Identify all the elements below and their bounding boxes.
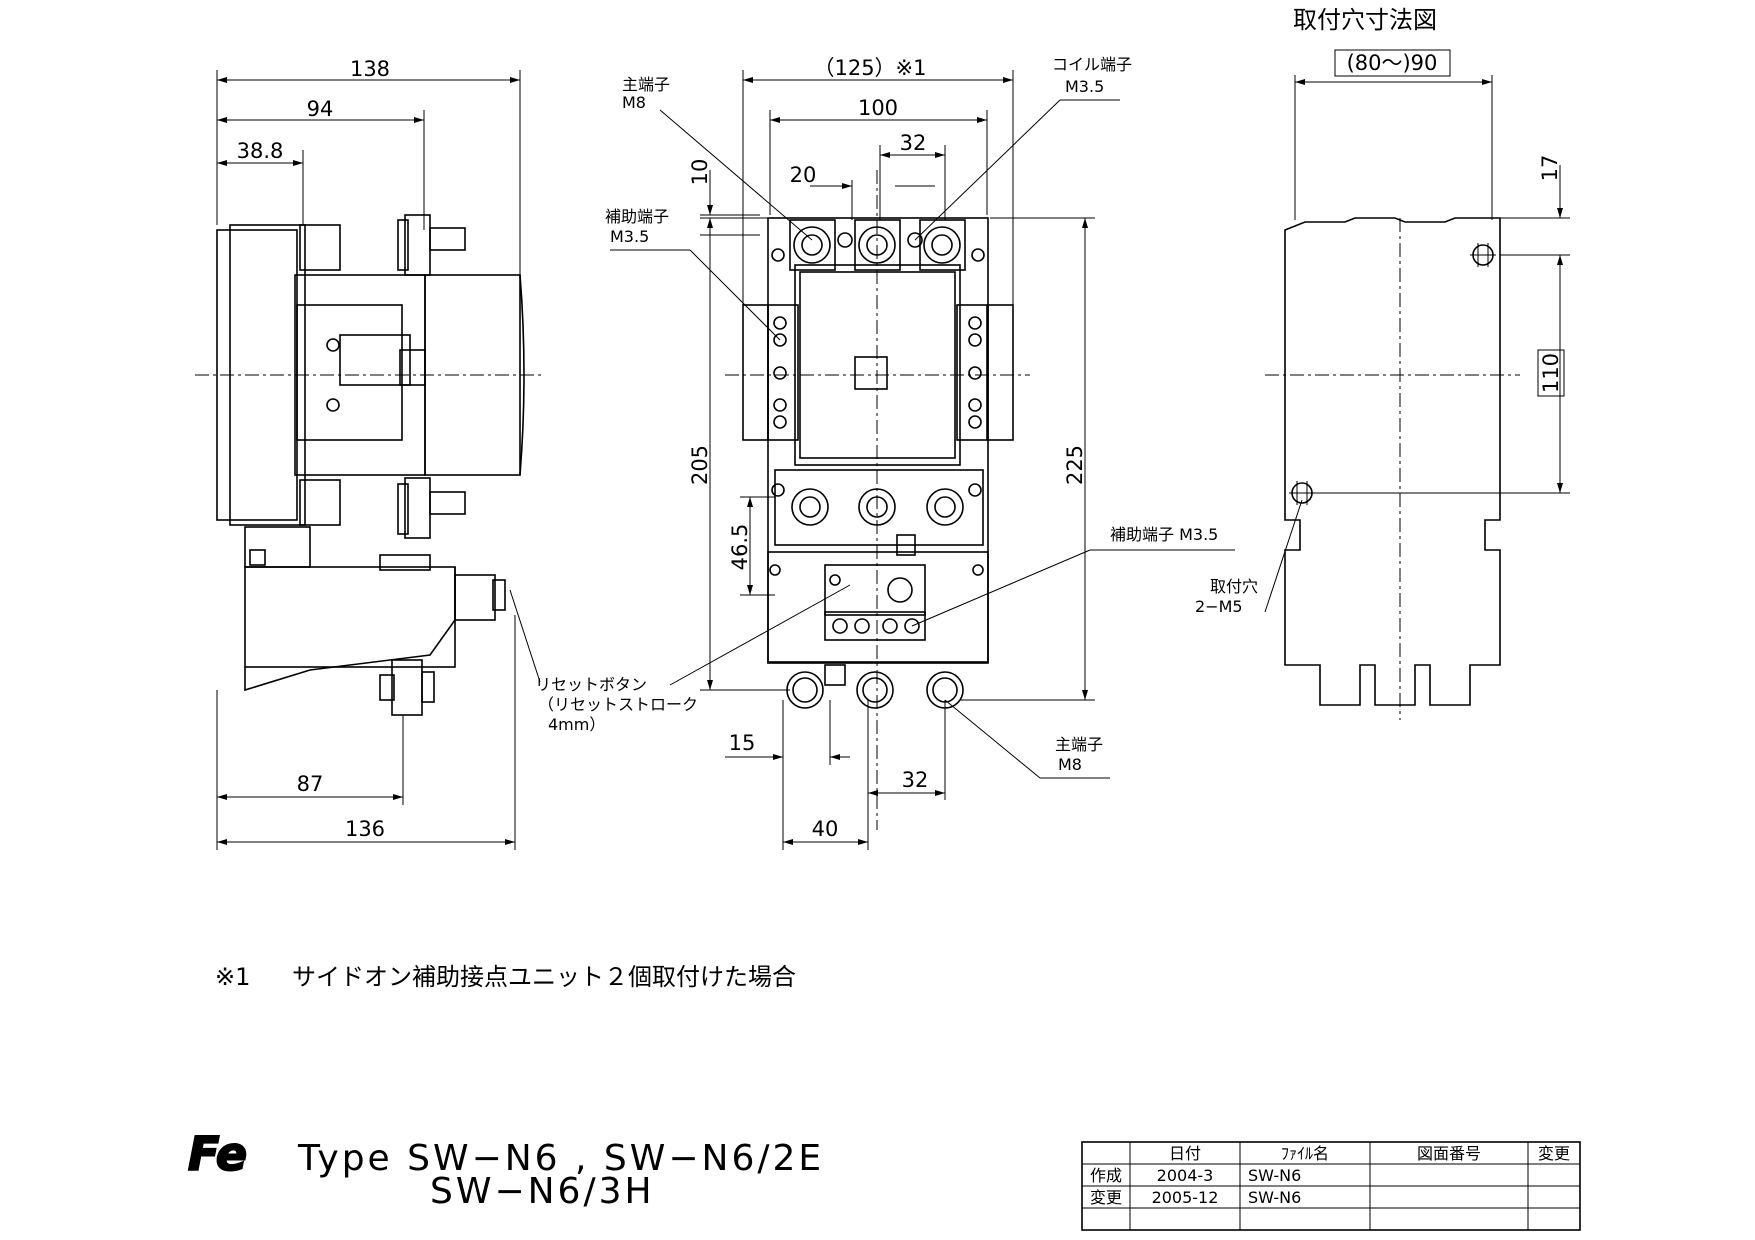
product-title: Fe Type SW−N6 , SW−N6/2E SW−N6/3H <box>187 1126 824 1212</box>
side-dim-87: 87 <box>297 772 324 796</box>
front-dim-32-bottom: 32 <box>902 768 929 792</box>
mount-hole-label: 取付穴 <box>1210 577 1258 596</box>
type-line-1: Type SW−N6 , SW−N6/2E <box>297 1138 824 1179</box>
aux-terminal-right-label: 補助端子 M3.5 <box>1110 525 1218 544</box>
main-terminal-bottom-size: M8 <box>1058 755 1082 774</box>
front-dim-40: 40 <box>812 817 839 841</box>
reset-button-label: リセットボタン <box>535 675 647 694</box>
front-dim-205: 205 <box>688 445 712 485</box>
fuji-logo: Fe <box>188 1127 247 1181</box>
top-main-terminals <box>771 219 985 271</box>
mount-dim-110: 110 <box>1539 353 1563 393</box>
mount-dim-17: 17 <box>1538 155 1562 182</box>
side-view: 138 94 38.8 <box>195 57 698 850</box>
footnote: ※1 サイドオン補助接点ユニット２個取付けた場合 <box>215 963 796 991</box>
mount-view: 取付穴寸法図 (80～)90 17 110 取付穴 2−M5 <box>1195 6 1570 720</box>
aux-terminal-left-size: M3.5 <box>610 227 649 246</box>
aux-terminal-left-label: 補助端子 <box>605 207 669 226</box>
coil-terminal-size: M3.5 <box>1065 77 1104 96</box>
front-dim-225: 225 <box>1063 445 1087 485</box>
bottom-main-terminals <box>786 664 964 709</box>
mount-dim-width: (80～)90 <box>1347 51 1438 75</box>
coil-terminal-label: コイル端子 <box>1052 55 1132 74</box>
front-dim-15: 15 <box>729 731 756 755</box>
main-terminal-top-size: M8 <box>622 93 646 112</box>
reset-stroke-value: 4mm） <box>548 715 605 734</box>
front-dim-20: 20 <box>790 163 817 187</box>
tb-row2-date: 2005-12 <box>1152 1188 1219 1207</box>
footnote-text: サイドオン補助接点ユニット２個取付けた場合 <box>292 963 796 991</box>
side-dim-38-8: 38.8 <box>237 139 284 163</box>
type-line-2: SW−N6/3H <box>430 1171 655 1212</box>
front-dim-46-5: 46.5 <box>728 524 752 571</box>
tb-row2-label: 変更 <box>1090 1188 1122 1207</box>
side-dim-136: 136 <box>345 817 385 841</box>
mount-hole-size: 2−M5 <box>1195 597 1243 616</box>
main-terminal-top-label: 主端子 <box>622 75 670 94</box>
front-view: （125）※1 100 32 20 10 <box>605 55 1235 850</box>
mount-view-title: 取付穴寸法図 <box>1293 6 1437 34</box>
tb-row1-file: SW-N6 <box>1248 1166 1301 1185</box>
front-dim-100: 100 <box>858 96 898 120</box>
tb-header-drawing-no: 図面番号 <box>1417 1144 1481 1163</box>
tb-header-date: 日付 <box>1169 1144 1201 1163</box>
front-dim-125: （125）※1 <box>813 56 926 80</box>
left-aux-screws <box>773 316 982 429</box>
front-dim-32-top: 32 <box>900 131 927 155</box>
side-dim-94: 94 <box>307 97 334 121</box>
front-dim-10: 10 <box>688 159 712 186</box>
title-block: 日付 ﾌｧｲﾙ名 図面番号 変更 作成 2004-3 SW-N6 変更 2005… <box>1081 1141 1581 1231</box>
tb-row1-label: 作成 <box>1090 1166 1122 1185</box>
tb-header-file: ﾌｧｲﾙ名 <box>1281 1144 1329 1163</box>
tb-header-change: 変更 <box>1538 1144 1570 1163</box>
main-terminal-bottom-label: 主端子 <box>1055 735 1103 754</box>
tb-row1-date: 2004-3 <box>1157 1166 1214 1185</box>
footnote-marker: ※1 <box>215 963 250 991</box>
tb-row2-file: SW-N6 <box>1248 1188 1301 1207</box>
side-dim-138: 138 <box>350 57 390 81</box>
reset-stroke-label: （リセットストローク <box>538 695 698 714</box>
